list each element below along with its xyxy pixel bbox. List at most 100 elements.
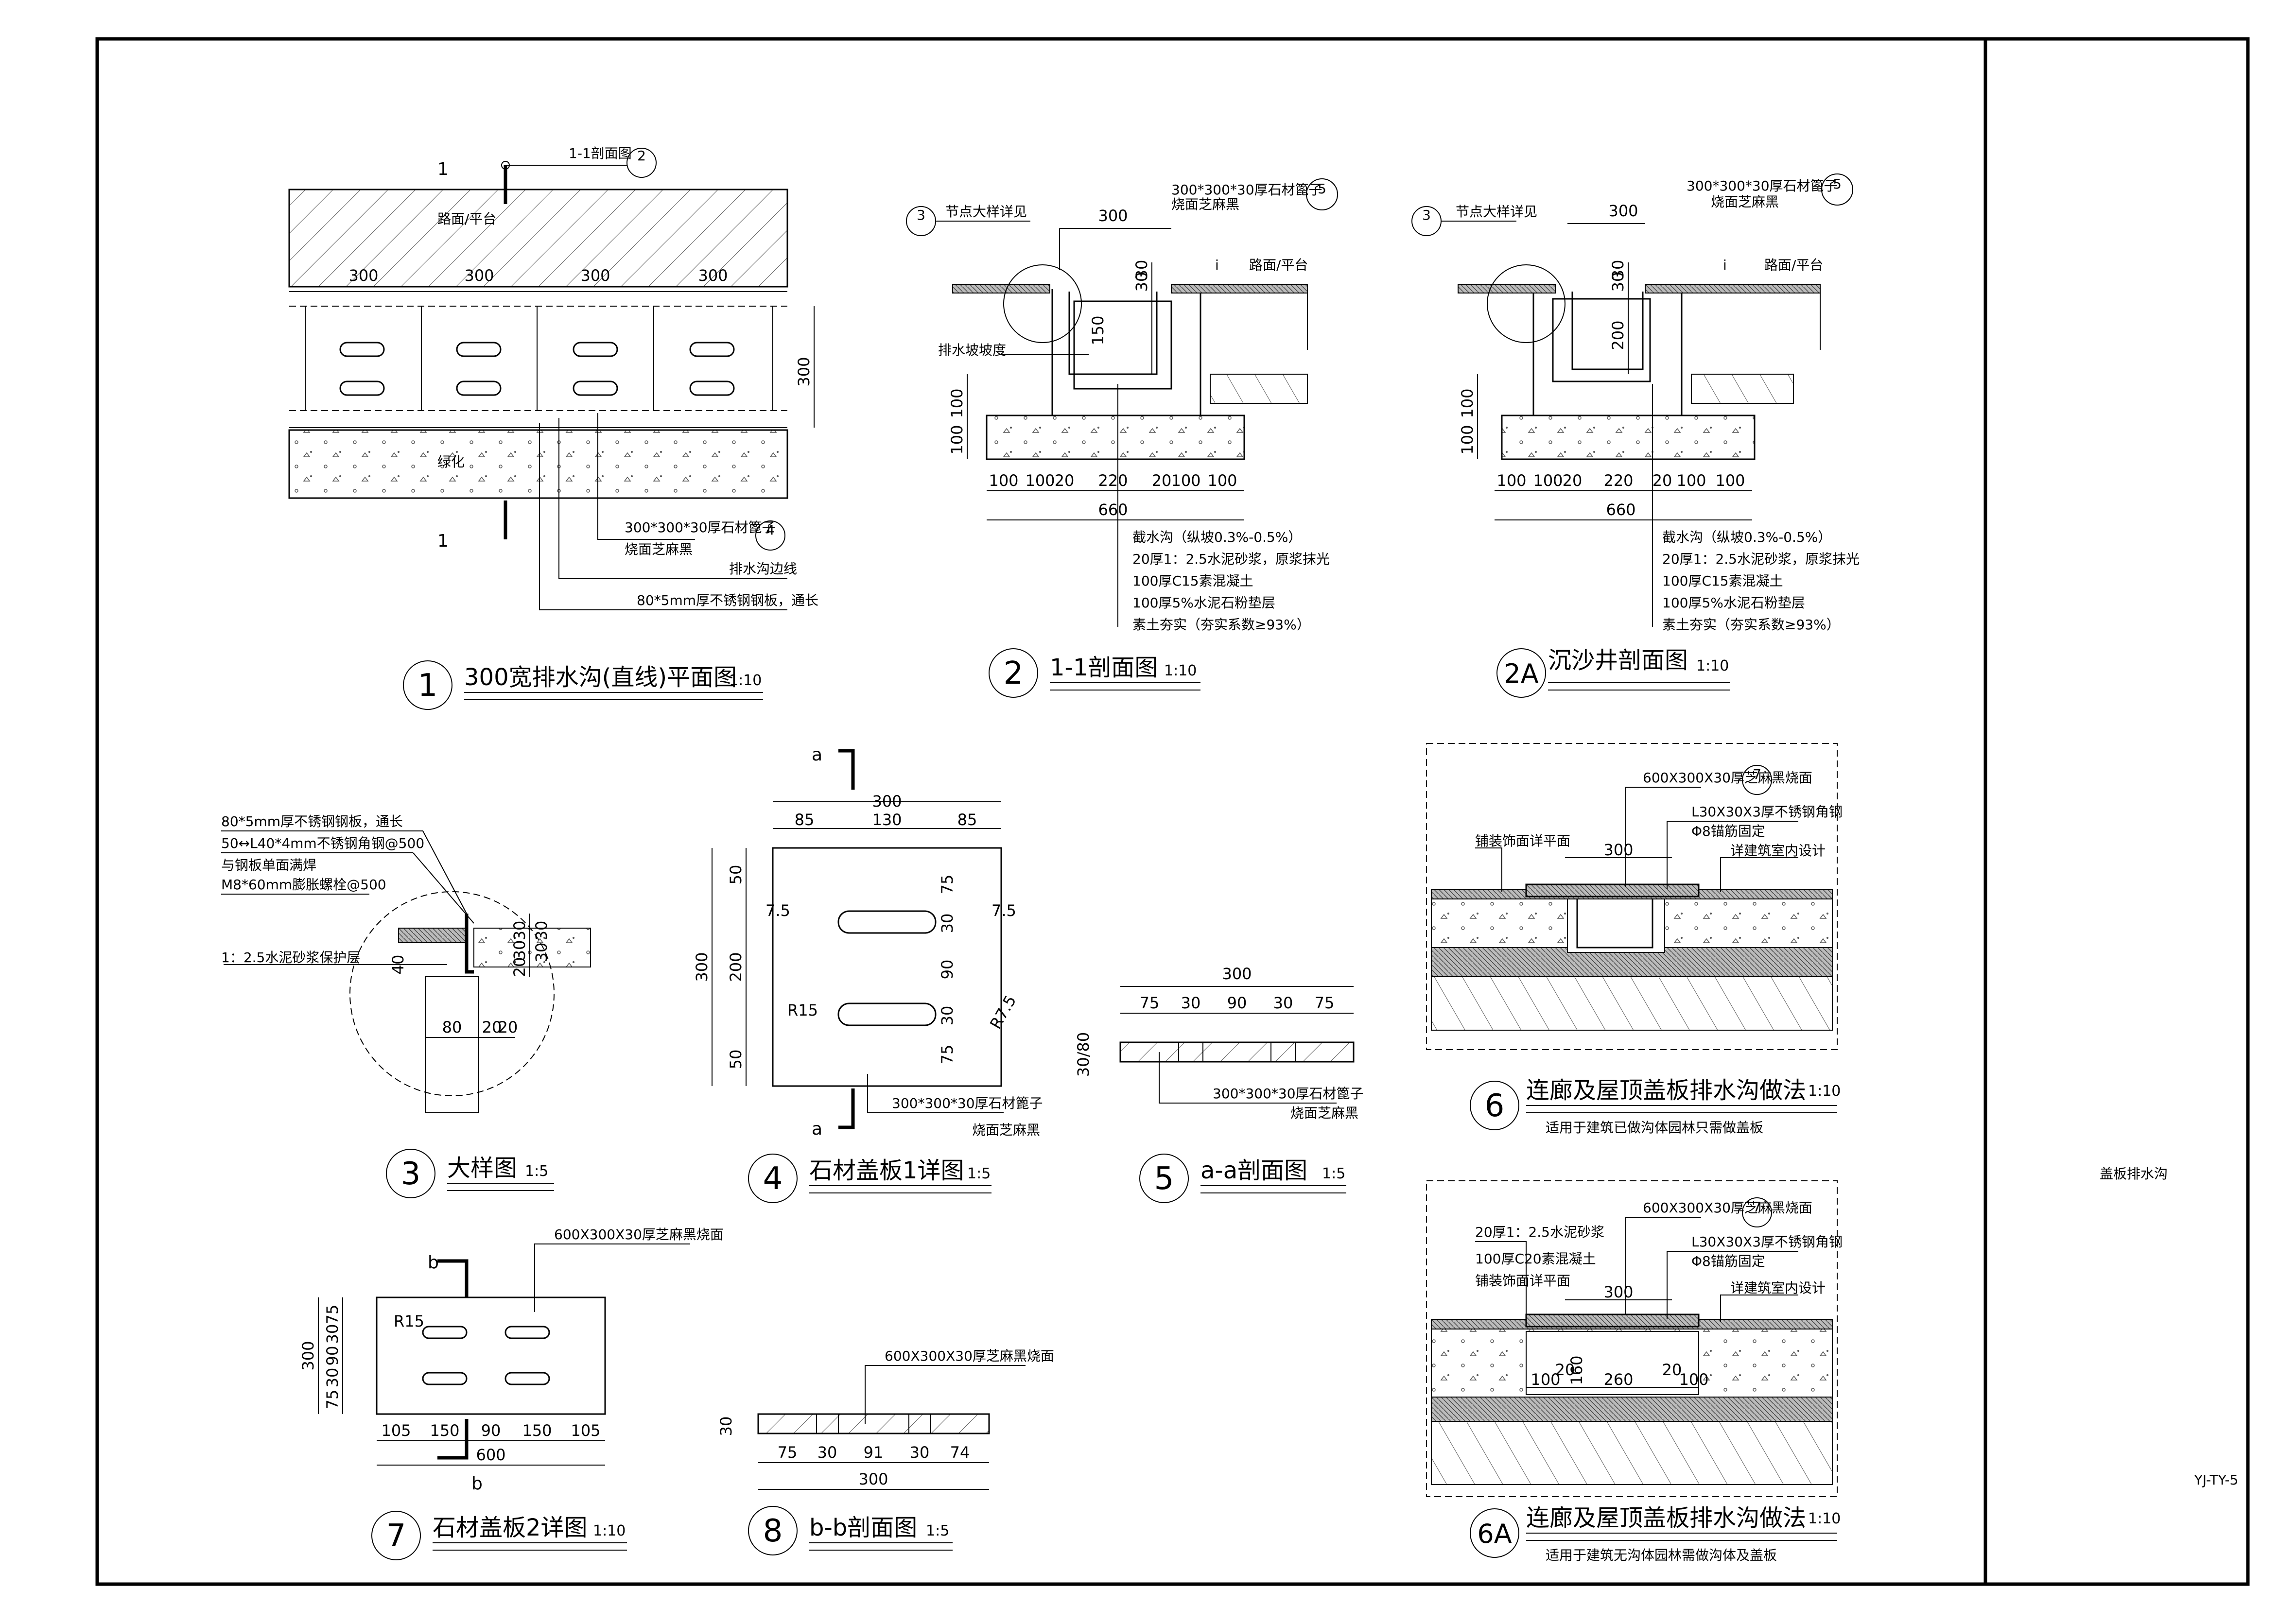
detail-6a-corridor-drain: 300 600X300X30厚芝麻黑烧面 7 L30X30X3厚不锈钢角钢 Φ8… — [1426, 1180, 1843, 1563]
svg-text:100: 100 — [1715, 471, 1745, 490]
svg-text:详建筑室内设计: 详建筑室内设计 — [1730, 843, 1826, 859]
svg-text:20: 20 — [1555, 1361, 1575, 1379]
svg-text:20: 20 — [1563, 471, 1583, 490]
svg-text:85: 85 — [957, 811, 977, 829]
svg-text:a: a — [812, 745, 822, 765]
detail-5-section-a: 300 75 30 90 30 75 30/80 300*300*30厚石材篦子… — [1074, 965, 1364, 1203]
svg-text:排水坡坡度: 排水坡坡度 — [938, 342, 1006, 358]
svg-text:300*300*30厚石材篦子: 300*300*30厚石材篦子 — [625, 519, 776, 535]
svg-text:节点大样详见: 节点大样详见 — [1456, 204, 1537, 220]
svg-text:100: 100 — [1207, 471, 1237, 490]
svg-text:300: 300 — [795, 357, 813, 386]
svg-text:连廊及屋顶盖板排水沟做法: 连廊及屋顶盖板排水沟做法 — [1526, 1504, 1806, 1532]
svg-text:80*5mm厚不锈钢钢板，通长: 80*5mm厚不锈钢钢板，通长 — [221, 813, 403, 829]
svg-text:100: 100 — [948, 388, 966, 418]
svg-text:铺装饰面详平面: 铺装饰面详平面 — [1475, 1273, 1570, 1289]
svg-text:300宽排水沟(直线)平面图: 300宽排水沟(直线)平面图 — [464, 664, 737, 691]
svg-text:20: 20 — [1055, 471, 1075, 490]
svg-text:30: 30 — [1181, 994, 1201, 1012]
svg-text:7.5: 7.5 — [991, 901, 1016, 920]
svg-text:600X300X30厚芝麻黑烧面: 600X300X30厚芝麻黑烧面 — [554, 1226, 724, 1243]
svg-text:91: 91 — [864, 1443, 884, 1462]
svg-text:烧面芝麻黑: 烧面芝麻黑 — [1171, 196, 1239, 212]
svg-text:30: 30 — [510, 940, 529, 960]
svg-text:300: 300 — [1222, 965, 1252, 983]
svg-text:200: 200 — [1609, 320, 1627, 350]
svg-text:20: 20 — [1652, 471, 1672, 490]
svg-text:适用于建筑已做沟体园林只需做盖板: 适用于建筑已做沟体园林只需做盖板 — [1546, 1120, 1763, 1136]
svg-text:5: 5 — [1154, 1161, 1174, 1197]
svg-text:30: 30 — [323, 1324, 342, 1344]
svg-text:20厚1：2.5水泥砂浆，原浆抹光: 20厚1：2.5水泥砂浆，原浆抹光 — [1662, 551, 1860, 567]
svg-text:300: 300 — [348, 266, 378, 285]
svg-text:1:10: 1:10 — [729, 672, 762, 689]
svg-text:R15: R15 — [394, 1312, 424, 1330]
svg-text:1: 1 — [418, 668, 438, 704]
svg-text:1:10: 1:10 — [1808, 1083, 1841, 1100]
svg-text:a: a — [812, 1119, 822, 1139]
sheet-frame — [95, 37, 2250, 1586]
svg-text:6A: 6A — [1477, 1519, 1512, 1549]
svg-text:与钢板单面满焊: 与钢板单面满焊 — [221, 857, 316, 873]
svg-text:7: 7 — [386, 1518, 406, 1554]
svg-text:大样图: 大样图 — [447, 1155, 517, 1182]
svg-text:3: 3 — [401, 1156, 421, 1192]
svg-text:100厚C15素混凝土: 100厚C15素混凝土 — [1132, 573, 1253, 589]
svg-text:烧面芝麻黑: 烧面芝麻黑 — [1711, 194, 1779, 210]
svg-text:660: 660 — [1098, 501, 1128, 519]
detail-8-section-b: 30 75 30 91 30 74 300 600X300X30厚芝麻黑烧面 8… — [717, 1348, 1054, 1555]
svg-text:300: 300 — [1603, 841, 1633, 859]
svg-text:100: 100 — [1458, 425, 1477, 454]
detail-2-section: 300 300*300*30厚石材篦子 烧面芝麻黑 5 3 节点大样详见 路面/… — [906, 178, 1338, 698]
svg-text:100厚5%水泥石粉垫层: 100厚5%水泥石粉垫层 — [1662, 595, 1805, 611]
svg-text:2: 2 — [1004, 656, 1024, 691]
side-title: 盖板排水沟 — [2100, 1166, 2168, 1182]
svg-text:R7.5: R7.5 — [986, 992, 1020, 1032]
svg-text:100: 100 — [948, 425, 966, 454]
svg-text:b-b剖面图: b-b剖面图 — [809, 1514, 917, 1541]
svg-text:1：2.5水泥砂浆保护层: 1：2.5水泥砂浆保护层 — [221, 950, 360, 966]
svg-text:1:10: 1:10 — [1164, 662, 1197, 679]
svg-text:100: 100 — [1533, 471, 1563, 490]
svg-text:660: 660 — [1606, 501, 1635, 519]
svg-text:90: 90 — [1227, 994, 1247, 1012]
svg-text:75: 75 — [778, 1443, 798, 1462]
svg-text:30: 30 — [1273, 994, 1293, 1012]
svg-text:150: 150 — [522, 1421, 552, 1440]
svg-text:截水沟（纵坡0.3%-0.5%）: 截水沟（纵坡0.3%-0.5%） — [1662, 529, 1831, 545]
svg-text:2A: 2A — [1504, 658, 1538, 689]
svg-text:详建筑室内设计: 详建筑室内设计 — [1730, 1280, 1826, 1296]
svg-text:30: 30 — [532, 943, 551, 963]
svg-text:烧面芝麻黑: 烧面芝麻黑 — [972, 1122, 1040, 1138]
svg-text:20: 20 — [510, 957, 529, 977]
svg-text:300*300*30厚石材篦子: 300*300*30厚石材篦子 — [892, 1095, 1043, 1111]
svg-text:160: 160 — [1567, 1355, 1586, 1385]
svg-text:素土夯实（夯实系数≥93%）: 素土夯实（夯实系数≥93%） — [1132, 617, 1310, 633]
svg-text:80: 80 — [442, 1018, 462, 1036]
svg-text:b: b — [471, 1474, 483, 1494]
svg-text:100: 100 — [1496, 471, 1526, 490]
svg-text:300*300*30厚石材篦子: 300*300*30厚石材篦子 — [1687, 178, 1838, 194]
detail-1-plan: 300 300 300 300 300 路面/平台 绿化 1 1 1-1剖面图 … — [288, 145, 818, 710]
svg-text:20厚1：2.5水泥砂浆: 20厚1：2.5水泥砂浆 — [1475, 1224, 1604, 1240]
svg-text:a-a剖面图: a-a剖面图 — [1200, 1157, 1307, 1184]
svg-text:1:5: 1:5 — [1322, 1165, 1345, 1182]
svg-text:220: 220 — [1603, 471, 1633, 490]
svg-text:3: 3 — [1422, 207, 1431, 223]
svg-text:1:5: 1:5 — [926, 1522, 949, 1539]
svg-text:30: 30 — [938, 1006, 957, 1026]
svg-text:M8*60mm膨胀螺栓@500: M8*60mm膨胀螺栓@500 — [221, 877, 386, 893]
svg-text:连廊及屋顶盖板排水沟做法: 连廊及屋顶盖板排水沟做法 — [1526, 1077, 1806, 1104]
svg-text:30: 30 — [717, 1416, 735, 1436]
svg-text:截水沟（纵坡0.3%-0.5%）: 截水沟（纵坡0.3%-0.5%） — [1132, 529, 1302, 545]
svg-text:50: 50 — [727, 865, 745, 885]
svg-text:7.5: 7.5 — [765, 901, 790, 920]
svg-text:75: 75 — [938, 875, 957, 895]
svg-text:100: 100 — [1679, 1370, 1708, 1389]
svg-text:1:5: 1:5 — [967, 1165, 991, 1182]
svg-text:300: 300 — [1608, 202, 1638, 220]
svg-text:20厚1：2.5水泥砂浆，原浆抹光: 20厚1：2.5水泥砂浆，原浆抹光 — [1132, 551, 1330, 567]
svg-text:4: 4 — [766, 522, 775, 538]
svg-text:75: 75 — [1315, 994, 1335, 1012]
